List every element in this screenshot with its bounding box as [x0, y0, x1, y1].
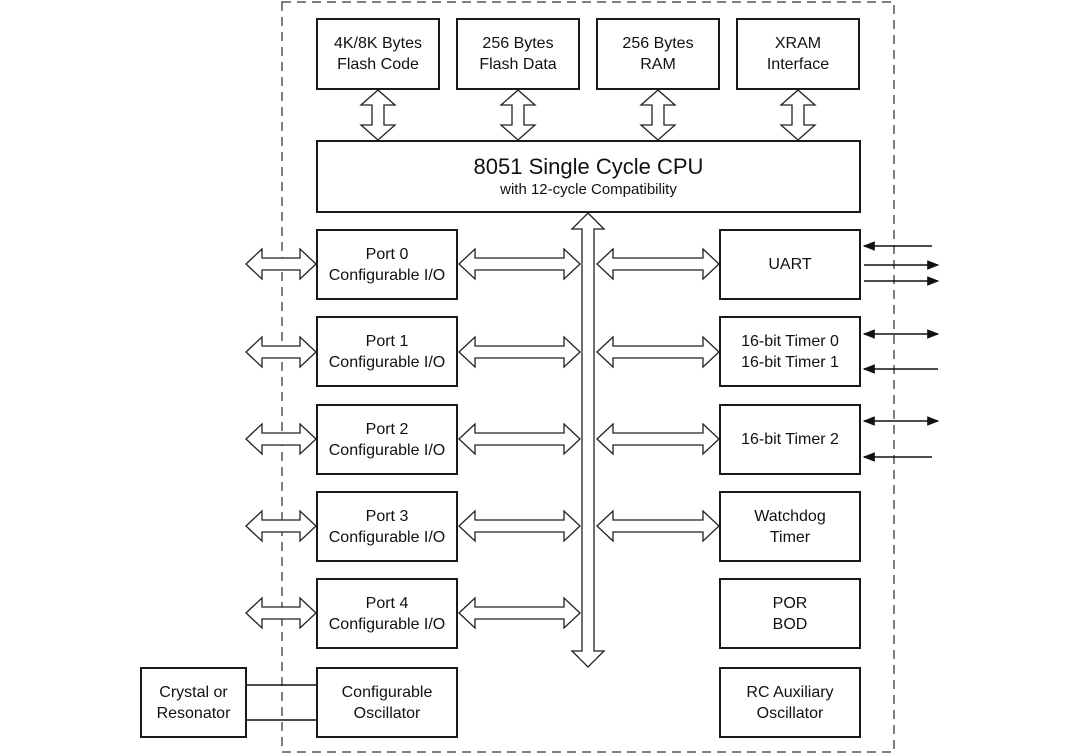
port1-bus-arrow: [458, 335, 581, 369]
flash-code-line2: Flash Code: [337, 56, 419, 73]
port4-block: Port 4 Configurable I/O: [316, 578, 458, 649]
flash-code-block: 4K/8K Bytes Flash Code: [316, 18, 440, 90]
crystal-resonator-block: Crystal or Resonator: [140, 667, 247, 738]
timer0-label: 16-bit Timer 0: [741, 332, 839, 350]
flash-data-line1: 256 Bytes: [482, 35, 554, 52]
por-bod-block: POR BOD: [719, 578, 861, 649]
port2-name: Port 2: [365, 420, 409, 438]
port0-block: Port 0 Configurable I/O: [316, 229, 458, 300]
port4-bus-arrow: [458, 596, 581, 630]
bod-label: BOD: [772, 615, 808, 633]
flash-data-cpu-arrow: [499, 89, 537, 141]
xram-line1: XRAM: [774, 35, 822, 52]
internal-bus-arrow: [570, 212, 606, 668]
timer2-bus-arrow: [596, 422, 720, 456]
ram-block: 256 Bytes RAM: [596, 18, 720, 90]
port3-block: Port 3 Configurable I/O: [316, 491, 458, 562]
port0-desc: Configurable I/O: [328, 266, 446, 284]
flash-data-line2: Flash Data: [479, 56, 557, 73]
port2-block: Port 2 Configurable I/O: [316, 404, 458, 475]
uart-label: UART: [768, 256, 812, 273]
flash-code-line1: 4K/8K Bytes: [333, 35, 423, 52]
port0-bus-arrow: [458, 247, 581, 281]
timer2-block: 16-bit Timer 2: [719, 404, 861, 475]
xram-line2: Interface: [766, 56, 830, 73]
port3-desc: Configurable I/O: [328, 528, 446, 546]
port4-name: Port 4: [365, 594, 409, 612]
port3-external-arrow: [245, 509, 317, 543]
watchdog-line1: Watchdog: [754, 507, 826, 525]
flash-code-cpu-arrow: [359, 89, 397, 141]
port2-bus-arrow: [458, 422, 581, 456]
flash-data-block: 256 Bytes Flash Data: [456, 18, 580, 90]
uart-bus-arrow: [596, 247, 720, 281]
port1-external-arrow: [245, 335, 317, 369]
oscillator-line2: Oscillator: [353, 704, 421, 722]
chip-boundary: [281, 1, 895, 753]
rc-oscillator-block: RC Auxiliary Oscillator: [719, 667, 861, 738]
port1-name: Port 1: [365, 332, 409, 350]
ram-cpu-arrow: [639, 89, 677, 141]
cpu-subtitle: with 12-cycle Compatibility: [500, 181, 677, 198]
port2-external-arrow: [245, 422, 317, 456]
port0-external-arrow: [245, 247, 317, 281]
watchdog-bus-arrow: [596, 509, 720, 543]
port0-name: Port 0: [365, 245, 409, 263]
timer2-label: 16-bit Timer 2: [741, 431, 839, 448]
rc-osc-line2: Oscillator: [756, 704, 824, 722]
oscillator-line1: Configurable: [341, 683, 433, 701]
port3-bus-arrow: [458, 509, 581, 543]
rc-osc-line1: RC Auxiliary: [746, 683, 834, 701]
watchdog-block: Watchdog Timer: [719, 491, 861, 562]
timer1-label: 16-bit Timer 1: [741, 353, 839, 371]
watchdog-line2: Timer: [769, 528, 811, 546]
uart-block: UART: [719, 229, 861, 300]
port1-desc: Configurable I/O: [328, 353, 446, 371]
port1-block: Port 1 Configurable I/O: [316, 316, 458, 387]
port2-desc: Configurable I/O: [328, 441, 446, 459]
xram-cpu-arrow: [779, 89, 817, 141]
port4-desc: Configurable I/O: [328, 615, 446, 633]
timer01-block: 16-bit Timer 0 16-bit Timer 1: [719, 316, 861, 387]
xram-interface-block: XRAM Interface: [736, 18, 860, 90]
por-label: POR: [772, 594, 808, 612]
ram-line1: 256 Bytes: [622, 35, 694, 52]
crystal-line1: Crystal or: [159, 683, 228, 701]
ram-line2: RAM: [640, 56, 676, 73]
cpu-title: 8051 Single Cycle CPU: [473, 154, 704, 179]
cpu-block: 8051 Single Cycle CPU with 12-cycle Comp…: [316, 140, 861, 213]
configurable-oscillator-block: Configurable Oscillator: [316, 667, 458, 738]
timer01-bus-arrow: [596, 335, 720, 369]
crystal-line2: Resonator: [156, 704, 231, 722]
port3-name: Port 3: [365, 507, 409, 525]
port4-external-arrow: [245, 596, 317, 630]
